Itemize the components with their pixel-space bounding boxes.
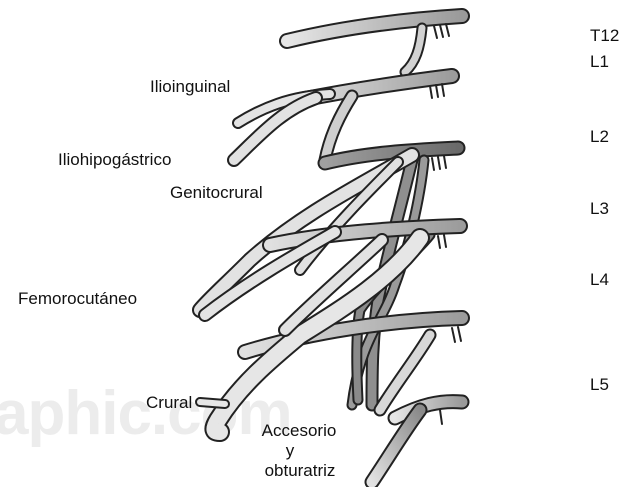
label-genitocrural: Genitocrural: [170, 183, 263, 203]
nerve-l5-rootlets: [440, 410, 442, 424]
level-l1: L1: [590, 52, 609, 72]
label-accesorio: Accesorio: [240, 421, 358, 441]
label-accesorio-y: y: [272, 441, 308, 461]
nerve-t12-trunk: [287, 16, 462, 41]
nerve-l4-rootlets: [452, 327, 461, 342]
nerve-crural-stub: [200, 402, 225, 404]
nerve-l3-rootlets: [438, 235, 446, 248]
label-iliohipogastrico: Iliohipogástrico: [58, 150, 171, 170]
level-t12: T12: [590, 26, 619, 46]
label-femorocutaneo: Femorocutáneo: [18, 289, 137, 309]
level-l5: L5: [590, 375, 609, 395]
nerve-t12-rootlets: [434, 24, 449, 38]
label-crural: Crural: [146, 393, 192, 413]
level-l4: L4: [590, 270, 609, 290]
level-l2: L2: [590, 127, 609, 147]
label-obturatriz: obturatriz: [250, 461, 350, 481]
label-ilioinguinal: Ilioinguinal: [150, 77, 230, 97]
nerve-l1-descending: [325, 96, 352, 160]
nerve-l5-trunk: [395, 402, 462, 418]
nerve-l2-rootlets: [432, 156, 446, 170]
nerve-t12-descending: [405, 28, 422, 72]
level-l3: L3: [590, 199, 609, 219]
